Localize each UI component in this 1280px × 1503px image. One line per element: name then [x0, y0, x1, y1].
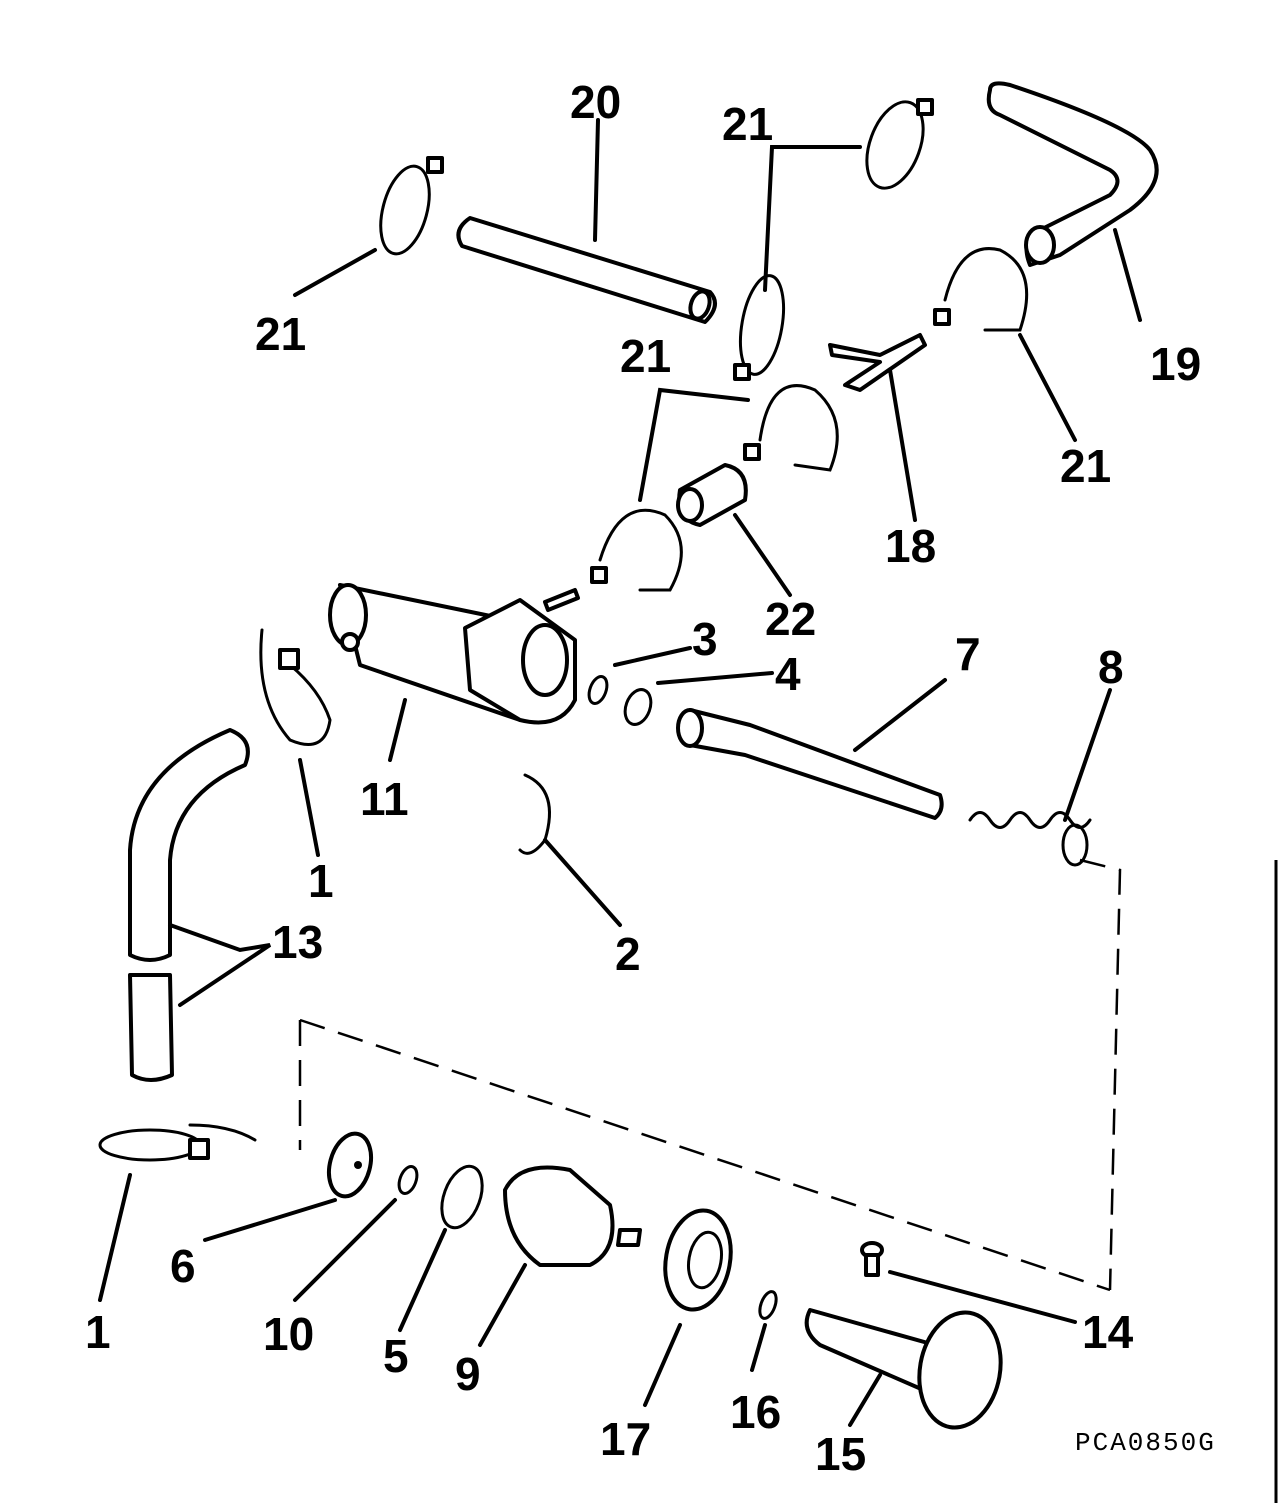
part-21-clamp-f — [590, 508, 683, 592]
callout-8: 8 — [1098, 641, 1124, 693]
callout-9: 9 — [455, 1348, 481, 1400]
callout-19: 19 — [1150, 338, 1201, 390]
part-3-o-ring — [587, 675, 609, 705]
part-10-o-ring — [397, 1165, 419, 1195]
part-8-spring — [968, 811, 1092, 867]
part-1-clamp-lower — [98, 1123, 257, 1162]
part-20-hose — [456, 216, 717, 324]
leader-lines — [98, 118, 1142, 1427]
callout-4: 4 — [775, 648, 801, 700]
part-21-clamp-b — [865, 98, 934, 190]
part-14-screw — [860, 1241, 884, 1277]
part-7-plunger — [676, 708, 944, 820]
part-15-knob — [804, 1308, 1003, 1430]
part-9-fitting — [503, 1165, 642, 1267]
part-4-o-ring — [623, 688, 653, 726]
callout-5: 5 — [383, 1330, 409, 1382]
part-21-clamp-c — [733, 274, 786, 381]
callout-3: 3 — [692, 613, 718, 665]
callout-21: 21 — [1060, 440, 1111, 492]
callout-7: 7 — [955, 628, 981, 680]
callout-21: 21 — [722, 98, 773, 150]
callout-13: 13 — [272, 916, 323, 968]
callout-22: 22 — [765, 593, 816, 645]
callout-14: 14 — [1082, 1306, 1134, 1358]
callout-10: 10 — [263, 1308, 314, 1360]
callout-20: 20 — [570, 76, 621, 128]
assembly-line-top — [299, 1018, 1111, 1292]
callout-1: 1 — [308, 855, 334, 907]
part-21-clamp-e — [743, 384, 839, 472]
part-6-washer — [326, 1131, 374, 1199]
callout-6: 6 — [170, 1240, 196, 1292]
part-21-clamp-d — [933, 247, 1029, 332]
callout-18: 18 — [885, 520, 936, 572]
assembly-line-right — [1079, 858, 1122, 1291]
part-22-coupling — [676, 463, 748, 527]
part-17-nut — [663, 1208, 733, 1312]
callout-17: 17 — [600, 1413, 651, 1465]
part-1-clamp-upper — [259, 628, 332, 746]
part-18-tee-fitting — [828, 333, 927, 392]
callout-11: 11 — [360, 773, 409, 825]
part-11-housing — [328, 583, 580, 725]
part-19-hose — [986, 81, 1159, 267]
callout-15: 15 — [815, 1428, 866, 1480]
part-5-seal — [440, 1164, 484, 1230]
callout-16: 16 — [730, 1386, 781, 1438]
part-16-o-ring — [758, 1290, 778, 1320]
callout-21: 21 — [620, 330, 671, 382]
part-21-clamp-a — [379, 156, 444, 256]
reference-code: PCA0850G — [1075, 1428, 1216, 1458]
callout-21: 21 — [255, 308, 306, 360]
callout-2: 2 — [615, 928, 641, 980]
callout-1: 1 — [85, 1306, 111, 1358]
part-13-hose — [128, 728, 250, 1082]
